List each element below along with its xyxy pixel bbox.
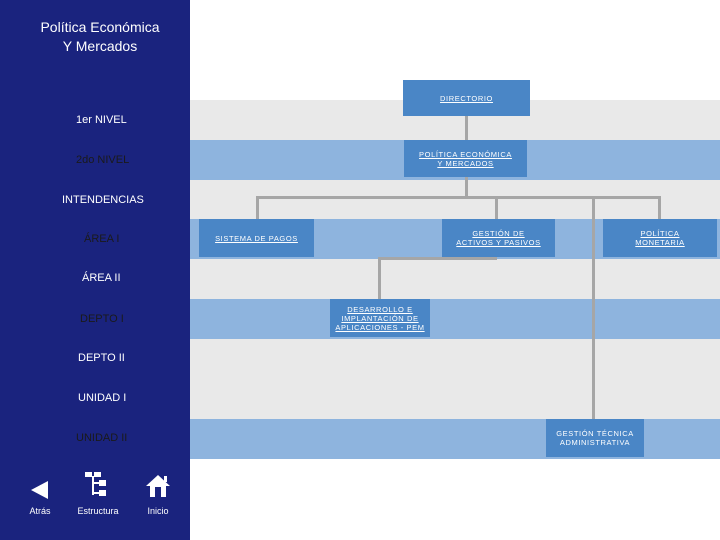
connector-politica-bus bbox=[465, 177, 468, 197]
connector-desarrollo bbox=[378, 257, 381, 299]
node-desarrollo-line-2: IMPLANTACIÓN DE bbox=[341, 313, 419, 323]
node-politica-monetaria-line-1: POLÍTICA bbox=[640, 229, 680, 238]
triangle-left-icon[interactable] bbox=[30, 480, 50, 505]
level-label-depto-i: DEPTO I bbox=[80, 313, 124, 325]
node-sistema-pagos-label: SISTEMA DE PAGOS bbox=[215, 233, 298, 243]
node-desarrollo[interactable]: DESARROLLO E IMPLANTACIÓN DE APLICACIONE… bbox=[330, 299, 430, 337]
level-label-unidad-i: UNIDAD I bbox=[78, 392, 127, 404]
sidebar bbox=[0, 0, 190, 540]
node-gestion-activos[interactable]: GESTIÓN DE ACTIVOS Y PASIVOS bbox=[442, 219, 555, 257]
nav-home-label[interactable]: Inicio bbox=[147, 506, 169, 516]
node-gestion-tecnica-line-2: ADMINISTRATIVA bbox=[559, 438, 631, 447]
level-label-area-i: ÁREA I bbox=[84, 233, 120, 245]
level-label-1er-nivel: 1er NIVEL bbox=[76, 114, 127, 126]
node-politica-monetaria-line-2: MONETARIA bbox=[635, 238, 685, 247]
page-title: Política Económica Y Mercados bbox=[0, 18, 200, 56]
title-line-1: Política Económica bbox=[40, 19, 160, 35]
connector-gestion-tecnica bbox=[592, 196, 595, 420]
node-politica-economica-line-2: Y MERCADOS bbox=[437, 158, 494, 168]
level-label-intendencias: INTENDENCIAS bbox=[62, 194, 144, 206]
node-gestion-tecnica-line-1: GESTIÓN TÉCNICA bbox=[556, 429, 634, 438]
org-tree-icon[interactable] bbox=[84, 471, 112, 504]
connector-bus-sistema-pagos bbox=[256, 196, 259, 220]
level-label-depto-ii: DEPTO II bbox=[78, 352, 125, 364]
connector-directorio-politica bbox=[465, 116, 468, 143]
node-desarrollo-line-3: APLICACIONES - PEM bbox=[335, 322, 425, 332]
node-gestion-activos-line-2: ACTIVOS Y PASIVOS bbox=[456, 238, 541, 247]
connector-bus-gestion-activos bbox=[495, 196, 498, 220]
level-label-2do-nivel: 2do NIVEL bbox=[76, 154, 130, 166]
nav-back-label[interactable]: Atrás bbox=[29, 506, 51, 516]
node-politica-economica[interactable]: POLÍTICA ECONÓMICA Y MERCADOS bbox=[404, 140, 527, 177]
node-directorio-label: DIRECTORIO bbox=[440, 93, 493, 103]
level-label-unidad-ii: UNIDAD II bbox=[76, 432, 128, 444]
connector-bus-politica-monetaria bbox=[658, 196, 661, 220]
connector-desarrollo-horizontal bbox=[378, 257, 497, 260]
node-gestion-activos-line-1: GESTIÓN DE bbox=[472, 229, 525, 238]
node-politica-economica-line-1: POLÍTICA ECONÓMICA bbox=[419, 149, 512, 159]
house-icon[interactable] bbox=[144, 473, 172, 504]
node-desarrollo-line-1: DESARROLLO E bbox=[347, 304, 413, 314]
node-politica-monetaria[interactable]: POLÍTICA MONETARIA bbox=[603, 219, 717, 257]
node-gestion-tecnica[interactable]: GESTIÓN TÉCNICA ADMINISTRATIVA bbox=[546, 419, 644, 457]
nav-structure-label[interactable]: Estructura bbox=[77, 506, 119, 516]
connector-horizontal-bus bbox=[256, 196, 661, 199]
node-directorio[interactable]: DIRECTORIO bbox=[403, 80, 530, 116]
node-sistema-pagos[interactable]: SISTEMA DE PAGOS bbox=[199, 219, 314, 257]
level-label-area-ii: ÁREA II bbox=[82, 272, 121, 284]
title-line-2: Y Mercados bbox=[62, 38, 138, 54]
